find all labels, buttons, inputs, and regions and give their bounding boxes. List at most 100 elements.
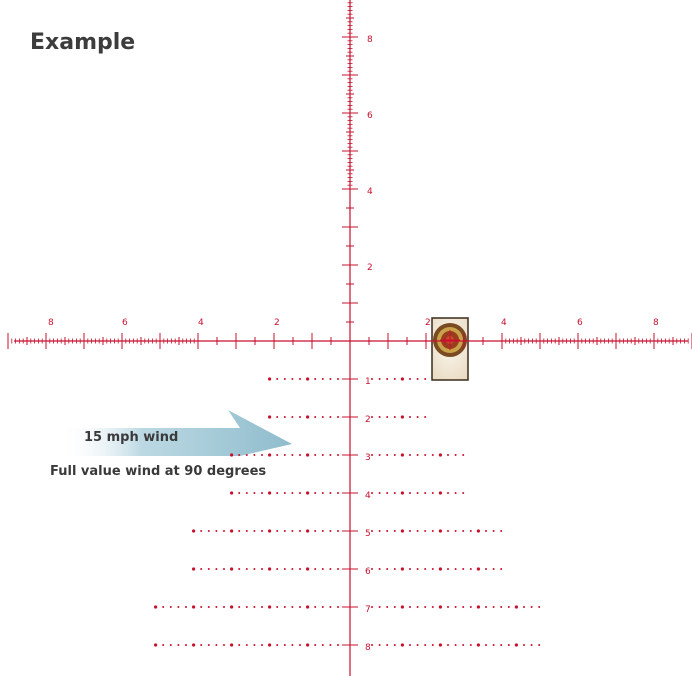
holdover-dot <box>454 492 457 494</box>
holdover-dot <box>177 606 180 608</box>
holdover-dot <box>268 415 272 419</box>
holdover-dot <box>253 454 256 456</box>
holdover-dot <box>306 415 310 419</box>
holdover-dot <box>200 568 203 570</box>
holdover-label-1: 1 <box>365 377 371 387</box>
holdover-dot <box>409 606 411 608</box>
holdover-dot <box>485 530 487 532</box>
holdover-dot <box>268 453 272 457</box>
holdover-dot <box>431 530 434 532</box>
holdover-dot <box>261 492 263 494</box>
holdover-dot <box>438 491 442 495</box>
holdover-dot <box>230 529 234 533</box>
wind-label: 15 mph wind <box>84 430 179 445</box>
holdover-dot <box>462 568 465 570</box>
holdover-dot <box>291 378 294 380</box>
holdover-dot <box>291 454 294 456</box>
holdover-dot <box>438 567 442 571</box>
holdover-dot <box>177 644 180 646</box>
holdover-dot <box>393 492 396 494</box>
holdover-dot <box>268 491 272 495</box>
h-label-left-8: 8 <box>48 318 54 328</box>
h-label-right-6: 6 <box>577 318 583 328</box>
holdover-dot <box>400 415 404 419</box>
holdover-dot <box>523 606 525 608</box>
holdover-dot <box>329 378 332 380</box>
holdover-dot <box>306 643 310 647</box>
holdover-dot <box>424 454 427 456</box>
holdover-dot <box>314 606 317 608</box>
holdover-dot <box>154 605 158 609</box>
holdover-dot <box>438 643 442 647</box>
holdover-dot <box>393 644 396 646</box>
holdover-dot <box>253 568 256 570</box>
holdover-dot <box>378 378 381 380</box>
holdover-dot <box>409 416 411 418</box>
holdover-dot <box>337 644 339 646</box>
holdover-dot <box>424 568 427 570</box>
holdover-dot <box>386 644 389 646</box>
holdover-dot <box>321 644 324 646</box>
holdover-dot <box>329 644 332 646</box>
holdover-dot <box>314 492 317 494</box>
holdover-dot <box>268 605 272 609</box>
holdover-dot <box>207 530 210 532</box>
holdover-label-5: 5 <box>365 529 371 539</box>
holdover-label-6: 6 <box>365 567 371 577</box>
v-label-6: 6 <box>367 111 373 121</box>
holdover-dot <box>454 644 457 646</box>
holdover-dot <box>215 568 218 570</box>
holdover-dot <box>523 644 525 646</box>
holdover-dot <box>454 606 457 608</box>
holdover-dot <box>268 377 272 381</box>
holdover-dot <box>371 644 373 646</box>
holdover-dot <box>500 568 503 570</box>
holdover-dot <box>291 492 294 494</box>
holdover-dot <box>386 492 389 494</box>
holdover-dot <box>200 606 203 608</box>
holdover-label-3: 3 <box>365 453 371 463</box>
holdover-dot <box>431 606 434 608</box>
v-label-2: 2 <box>367 263 373 273</box>
h-label-left-4: 4 <box>198 318 204 328</box>
holdover-dot <box>476 605 480 609</box>
holdover-dot <box>276 606 279 608</box>
holdover-dot <box>431 644 434 646</box>
holdover-dot <box>299 416 301 418</box>
holdover-dot <box>462 454 465 456</box>
holdover-dot <box>169 606 172 608</box>
holdover-dot <box>424 644 427 646</box>
holdover-dot <box>476 567 480 571</box>
holdover-dot <box>400 567 404 571</box>
holdover-dot <box>400 605 404 609</box>
holdover-dot <box>507 606 510 608</box>
holdover-dot <box>400 643 404 647</box>
holdover-dot <box>261 530 263 532</box>
holdover-dot <box>306 567 310 571</box>
holdover-dot <box>192 643 196 647</box>
holdover-dot <box>416 530 419 532</box>
holdover-dot <box>223 568 225 570</box>
holdover-dot <box>371 416 373 418</box>
h-label-left-2: 2 <box>274 318 280 328</box>
holdover-dot <box>538 644 541 646</box>
holdover-dot <box>321 492 324 494</box>
holdover-dot <box>329 416 332 418</box>
holdover-dot <box>261 568 263 570</box>
holdover-dot <box>378 416 381 418</box>
holdover-dot <box>291 416 294 418</box>
holdover-dot <box>514 643 519 647</box>
holdover-dot <box>416 416 419 418</box>
v-label-4: 4 <box>367 187 373 197</box>
holdover-dot <box>378 644 381 646</box>
holdover-dot <box>416 378 419 380</box>
holdover-dot <box>393 530 396 532</box>
holdover-dot <box>291 530 294 532</box>
holdover-dot <box>261 644 263 646</box>
holdover-dot <box>424 378 427 380</box>
holdover-dot <box>283 644 286 646</box>
holdover-dot <box>447 492 449 494</box>
holdover-dot <box>371 606 373 608</box>
holdover-dot <box>291 606 294 608</box>
holdover-dot <box>386 454 389 456</box>
